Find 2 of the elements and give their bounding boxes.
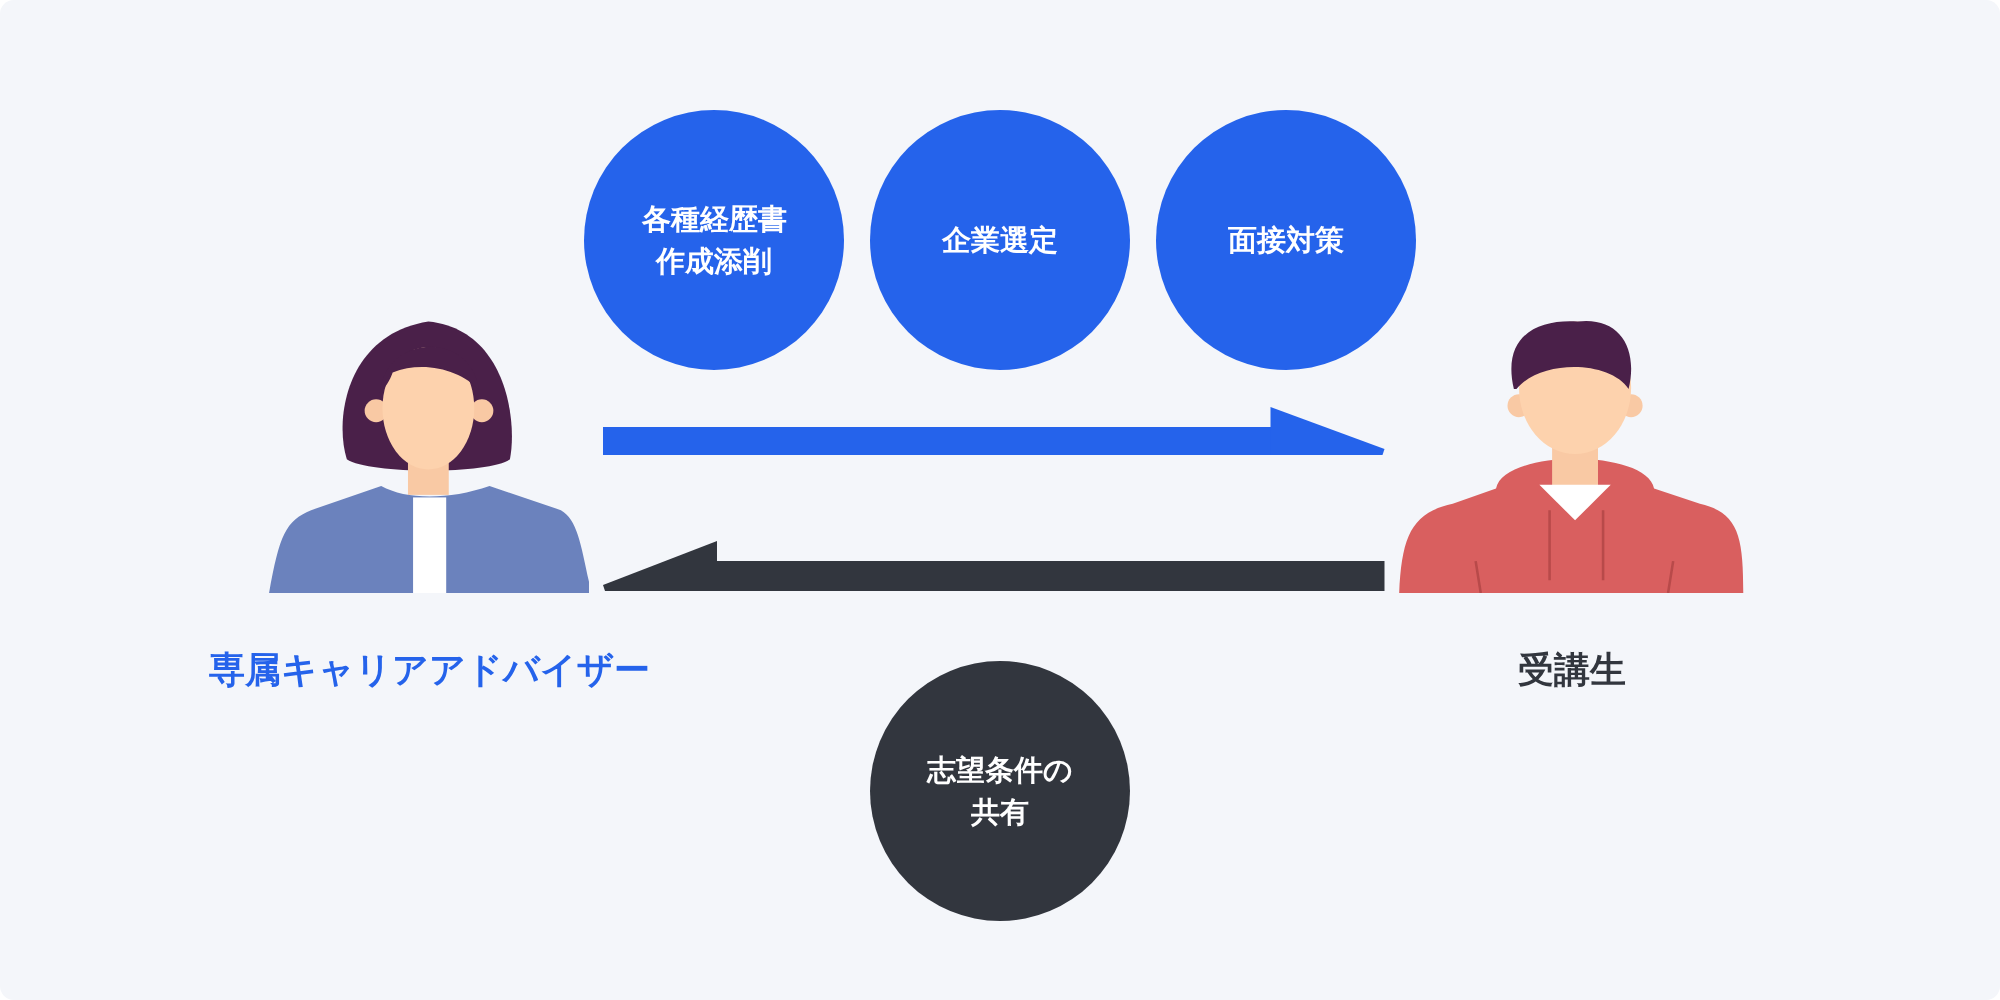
person-caption: 専属キャリアアドバイザー: [208, 648, 650, 692]
person-caption: 受講生: [1518, 648, 1626, 692]
